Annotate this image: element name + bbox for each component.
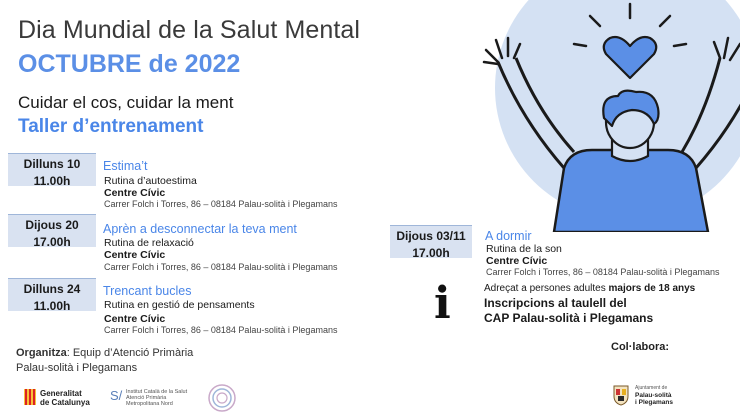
gencat-flag-icon: [24, 389, 36, 405]
event-address: Carrer Folch i Torres, 86 – 08184 Palau-…: [104, 199, 338, 209]
event-address: Carrer Folch i Torres, 86 – 08184 Palau-…: [104, 325, 338, 335]
audience-prefix: Adreçat a persones adultes: [484, 283, 609, 294]
divider: [390, 225, 472, 226]
event-day: Dijous 20: [25, 218, 79, 232]
event-title: A dormir: [485, 229, 532, 243]
ajuntament-logo: Ajuntament de Palau-solità i Plegamans: [612, 382, 692, 410]
event-place: Centre Cívic: [486, 255, 548, 267]
ics-mark-icon: S/: [110, 388, 123, 403]
event-place: Centre Cívic: [104, 249, 166, 261]
organizer: Organitza: Equip d’Atenció Primària Pala…: [16, 346, 193, 376]
event-activity: Rutina de relaxació: [104, 237, 194, 249]
ajuntament-text-1: Ajuntament de: [635, 385, 668, 391]
organizer-text-2: Palau-solità i Plegamans: [16, 362, 138, 374]
collaborates-label: Col·labora:: [611, 341, 670, 353]
ics-logo: S/ Institut Català de la Salut Atenció P…: [110, 388, 190, 408]
event-activity: Rutina de la son: [486, 243, 562, 255]
organizer-text: : Equip d’Atenció Primària: [66, 347, 194, 359]
gencat-logo: Generalitat de Catalunya: [24, 388, 104, 408]
event-address: Carrer Folch i Torres, 86 – 08184 Palau-…: [486, 267, 720, 277]
event-date-box: Dijous 20 17.00h: [8, 215, 96, 249]
registration-line-2: CAP Palau-solità i Plegamans: [484, 311, 654, 325]
event-date-box: Dilluns 24 11.00h: [8, 279, 96, 313]
event-activity: Rutina en gestió de pensaments: [104, 299, 255, 311]
page-title: Dia Mundial de la Salut Mental: [18, 16, 361, 44]
event-date-box: Dilluns 10 11.00h: [8, 154, 96, 188]
event-title: Estima’t: [103, 159, 148, 173]
event-place: Centre Cívic: [104, 313, 166, 325]
event-time: 11.00h: [33, 299, 71, 313]
event-title: Aprèn a desconnectar la teva ment: [103, 222, 297, 236]
page-subtitle-date: OCTUBRE de 2022: [18, 50, 241, 78]
event-date-box: Dijous 03/11 17.00h: [390, 226, 472, 260]
coat-of-arms-icon: [613, 385, 629, 406]
event-time: 17.00h: [412, 246, 450, 260]
ajuntament-text-3: i Plegamans: [635, 399, 673, 406]
event-time: 11.00h: [33, 174, 71, 188]
audience-age: majors de 18 anys: [608, 283, 696, 294]
event-day: Dijous 03/11: [396, 229, 466, 243]
workshop-heading: Taller d’entrenament: [18, 116, 204, 137]
event-time: 17.00h: [33, 235, 71, 249]
ajuntament-text-2: Palau-solità: [635, 392, 672, 399]
event-day: Dilluns 10: [23, 157, 81, 171]
registration-line-1: Inscripcions al taulell del: [484, 296, 627, 310]
divider: [8, 278, 96, 279]
divider: [8, 214, 96, 215]
info-icon: i: [434, 278, 451, 329]
tagline: Cuidar el cos, cuidar la ment: [18, 93, 234, 112]
divider: [8, 153, 96, 154]
event-title: Trencant bucles: [103, 284, 192, 298]
ics-text-1: Institut Català de la Salut: [126, 389, 188, 395]
event-day: Dilluns 24: [23, 282, 81, 296]
gencat-text-2: de Catalunya: [40, 398, 90, 407]
audience-note: Adreçat a persones adultes majors de 18 …: [484, 283, 695, 294]
ics-text-2: Atenció Primària: [126, 395, 167, 401]
illustration-person-heart: [482, 0, 740, 232]
round-emblem-icon: [208, 384, 236, 412]
gencat-text-1: Generalitat: [40, 389, 82, 398]
event-place: Centre Cívic: [104, 187, 166, 199]
ics-text-3: Metropolitana Nord: [126, 401, 173, 407]
organizer-label: Organitza: [16, 347, 67, 359]
event-address: Carrer Folch i Torres, 86 – 08184 Palau-…: [104, 262, 338, 272]
event-activity: Rutina d’autoestima: [104, 175, 197, 187]
